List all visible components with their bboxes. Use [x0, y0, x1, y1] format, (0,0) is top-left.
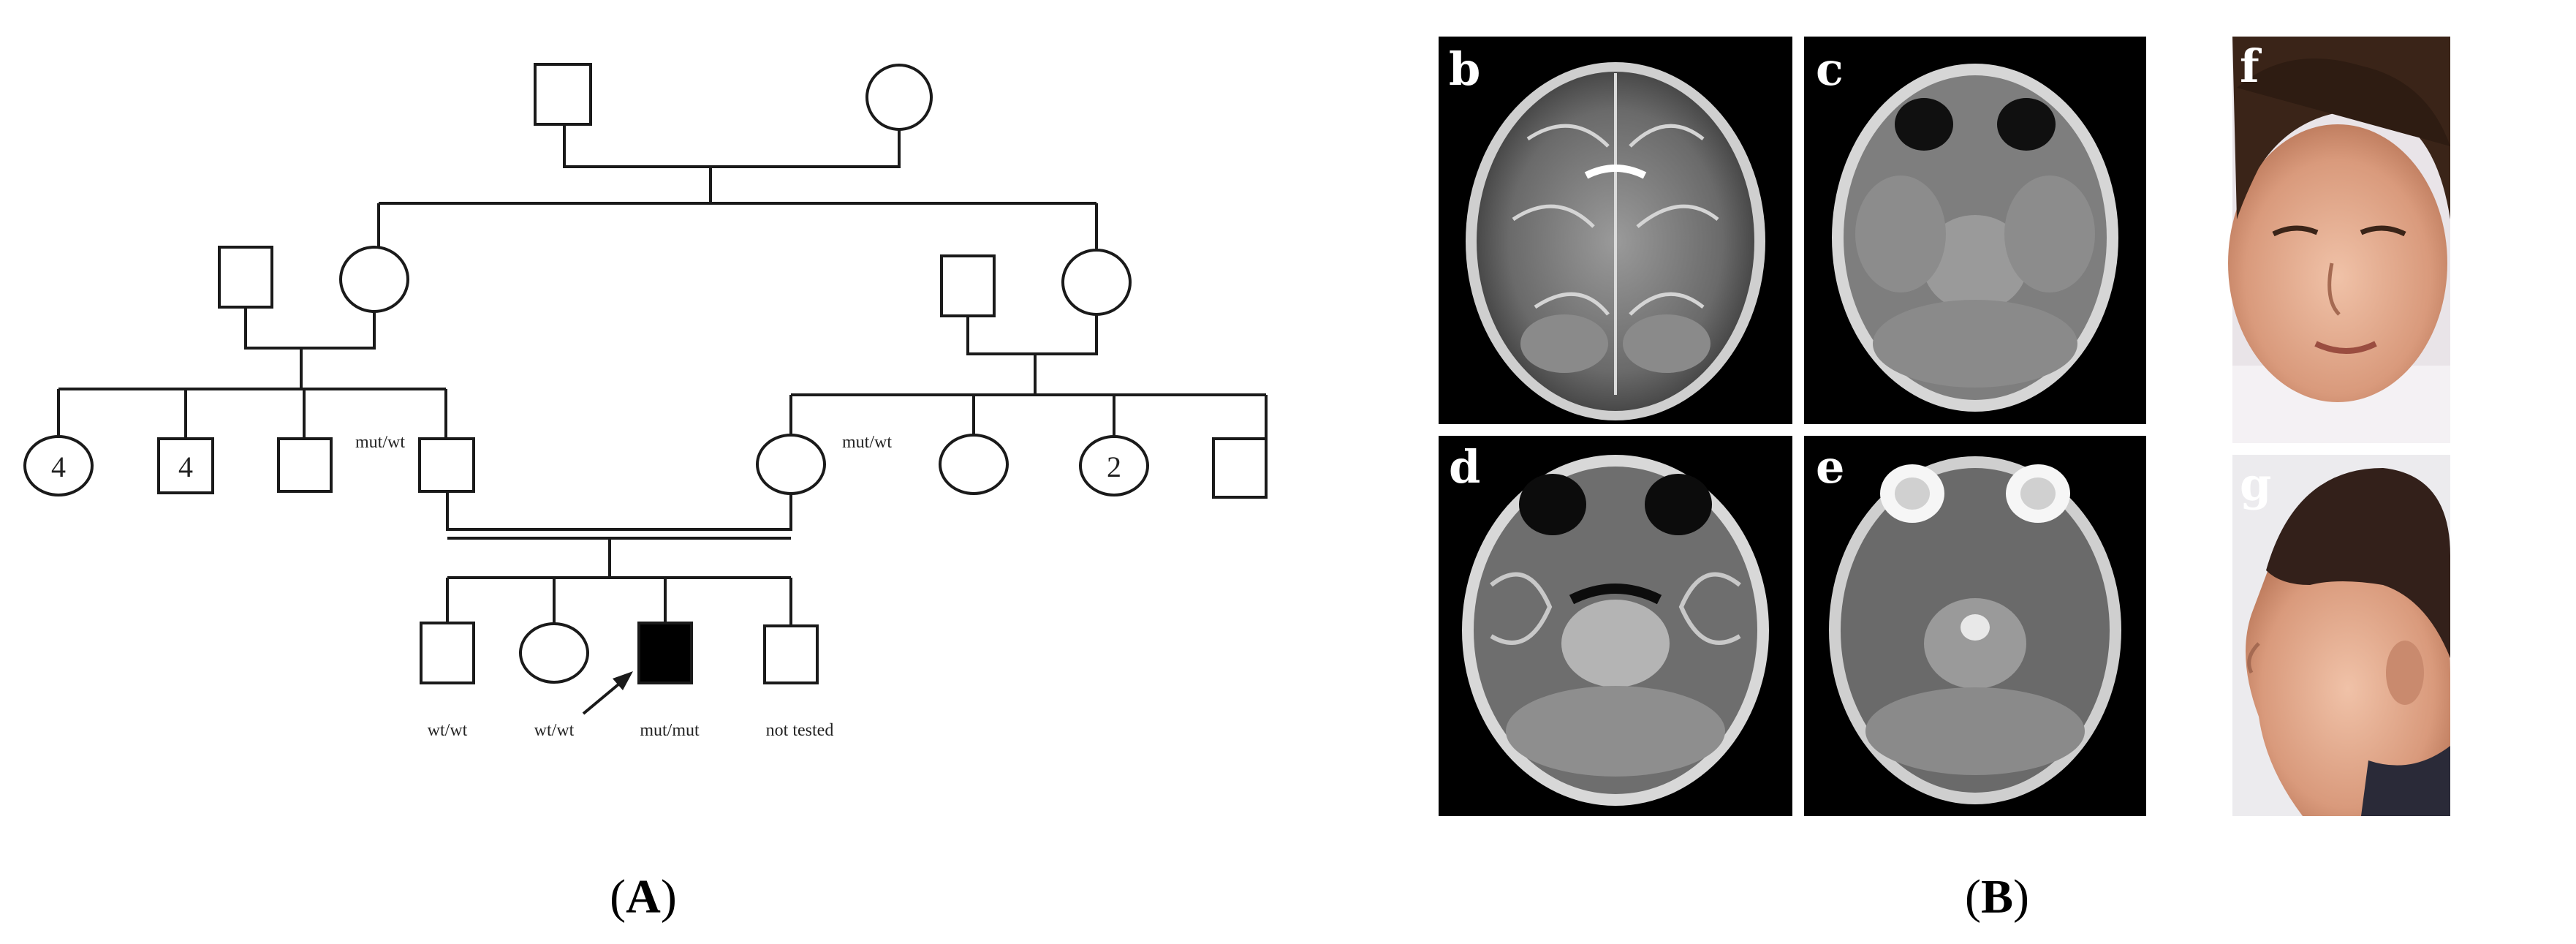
gen3-right-square [1212, 437, 1268, 499]
panel-b-images: b c d [1439, 37, 2450, 816]
proband-genotype: mut/mut [640, 721, 700, 740]
pedigree-chart [23, 63, 1268, 715]
photo-label-g: g [2240, 458, 2271, 511]
mri-panel-e: e [1804, 436, 2146, 816]
gen3-left-square-4 [157, 437, 214, 494]
gen3-right-circle [939, 434, 1009, 495]
panel-a-caption: (A) [610, 870, 677, 924]
photo-panel-g: g [2232, 455, 2450, 816]
gen3-right-sibship-line [789, 393, 1268, 439]
photo-panel-f: f [2228, 37, 2450, 443]
gen3-left-sibship-line [57, 388, 447, 439]
gen2-right-male [940, 254, 996, 317]
mother-genotype: mut/wt [842, 433, 892, 452]
child-1-genotype: wt/wt [428, 721, 468, 740]
photo-label-f: f [2240, 39, 2262, 93]
gen3-left-circle-count: 4 [51, 450, 66, 483]
panel-b-caption: (B) [1965, 870, 2029, 924]
gen1-marriage-line [563, 124, 901, 168]
mri-label-c: c [1816, 42, 1844, 96]
gen2-left-male [218, 246, 273, 309]
gen3-left-square [277, 437, 333, 493]
gen3-left-square-count: 4 [178, 450, 193, 483]
mri-panel-d: d [1439, 436, 1792, 816]
child-1-symbol [420, 622, 475, 684]
gen2-right-marriage-line [966, 314, 1098, 355]
proband-symbol [637, 622, 693, 684]
gen1-female [865, 64, 933, 131]
gen1-male [534, 63, 592, 126]
consanguineous-marriage-line [446, 491, 792, 531]
mother-symbol [756, 434, 826, 495]
child-2-genotype: wt/wt [534, 721, 575, 740]
gen2-sibship-line [377, 202, 1098, 249]
gen2-left-female [339, 246, 409, 313]
child-4-genotype: not tested [766, 721, 834, 740]
gen3-right-circle-2 [1079, 435, 1149, 496]
gen2-left-marriage-line [244, 307, 376, 350]
mri-label-d: d [1449, 440, 1480, 494]
mri-label-b: b [1449, 42, 1480, 96]
gen2-right-female [1061, 249, 1132, 316]
gen3-left-circle-4 [23, 435, 94, 496]
proband-arrowhead [613, 671, 633, 690]
gen3-right-circle-count: 2 [1107, 450, 1121, 483]
child-4-symbol [763, 624, 819, 684]
father-genotype: mut/wt [355, 433, 405, 452]
father-symbol [418, 437, 475, 493]
child-2-symbol [519, 622, 589, 684]
gen4-sibship-line [446, 576, 792, 626]
mri-label-e: e [1816, 440, 1844, 494]
mri-panel-c: c [1804, 37, 2146, 424]
mri-panel-b: b [1439, 37, 1792, 424]
